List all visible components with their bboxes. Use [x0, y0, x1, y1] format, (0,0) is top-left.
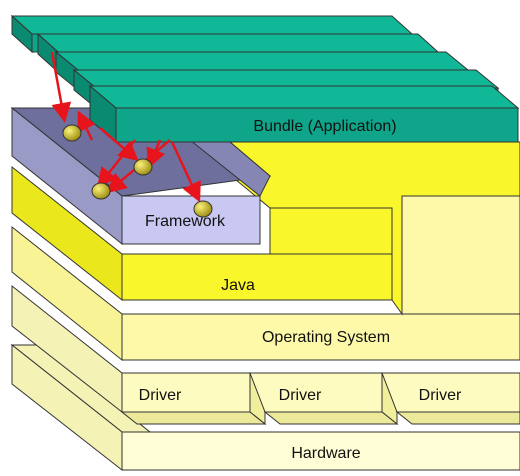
operating-system-layer: Operating System [11, 195, 520, 362]
arrow-2 [77, 110, 96, 141]
java-label: Java [221, 277, 255, 294]
driver-label-3: Driver [419, 387, 462, 404]
bead-1 [62, 124, 82, 142]
arrow-1 [50, 51, 72, 123]
hardware-layer: Hardware [10, 343, 520, 472]
driver-layer: Driver Driver Driver [11, 284, 520, 426]
bead-4 [193, 200, 213, 218]
bundle-stack: Bundle (Application) [10, 14, 520, 144]
driver-label-2: Driver [279, 387, 322, 404]
service-beads [62, 124, 213, 218]
framework-label: Framework [145, 213, 226, 230]
arrow-4 [96, 139, 136, 188]
bead-2 [133, 158, 153, 176]
arrow-7 [170, 141, 201, 203]
arrow-3 [99, 127, 139, 162]
java-layer: Java [11, 141, 520, 316]
interaction-arrows [50, 51, 201, 203]
hardware-label: Hardware [291, 445, 360, 462]
bundle-5-front: Bundle (Application) [88, 84, 520, 144]
driver-label-1: Driver [139, 387, 182, 404]
bead-3 [91, 182, 111, 200]
operating-system-label: Operating System [262, 329, 390, 346]
arrow-6 [146, 139, 165, 169]
bundle-label: Bundle (Application) [253, 118, 396, 135]
